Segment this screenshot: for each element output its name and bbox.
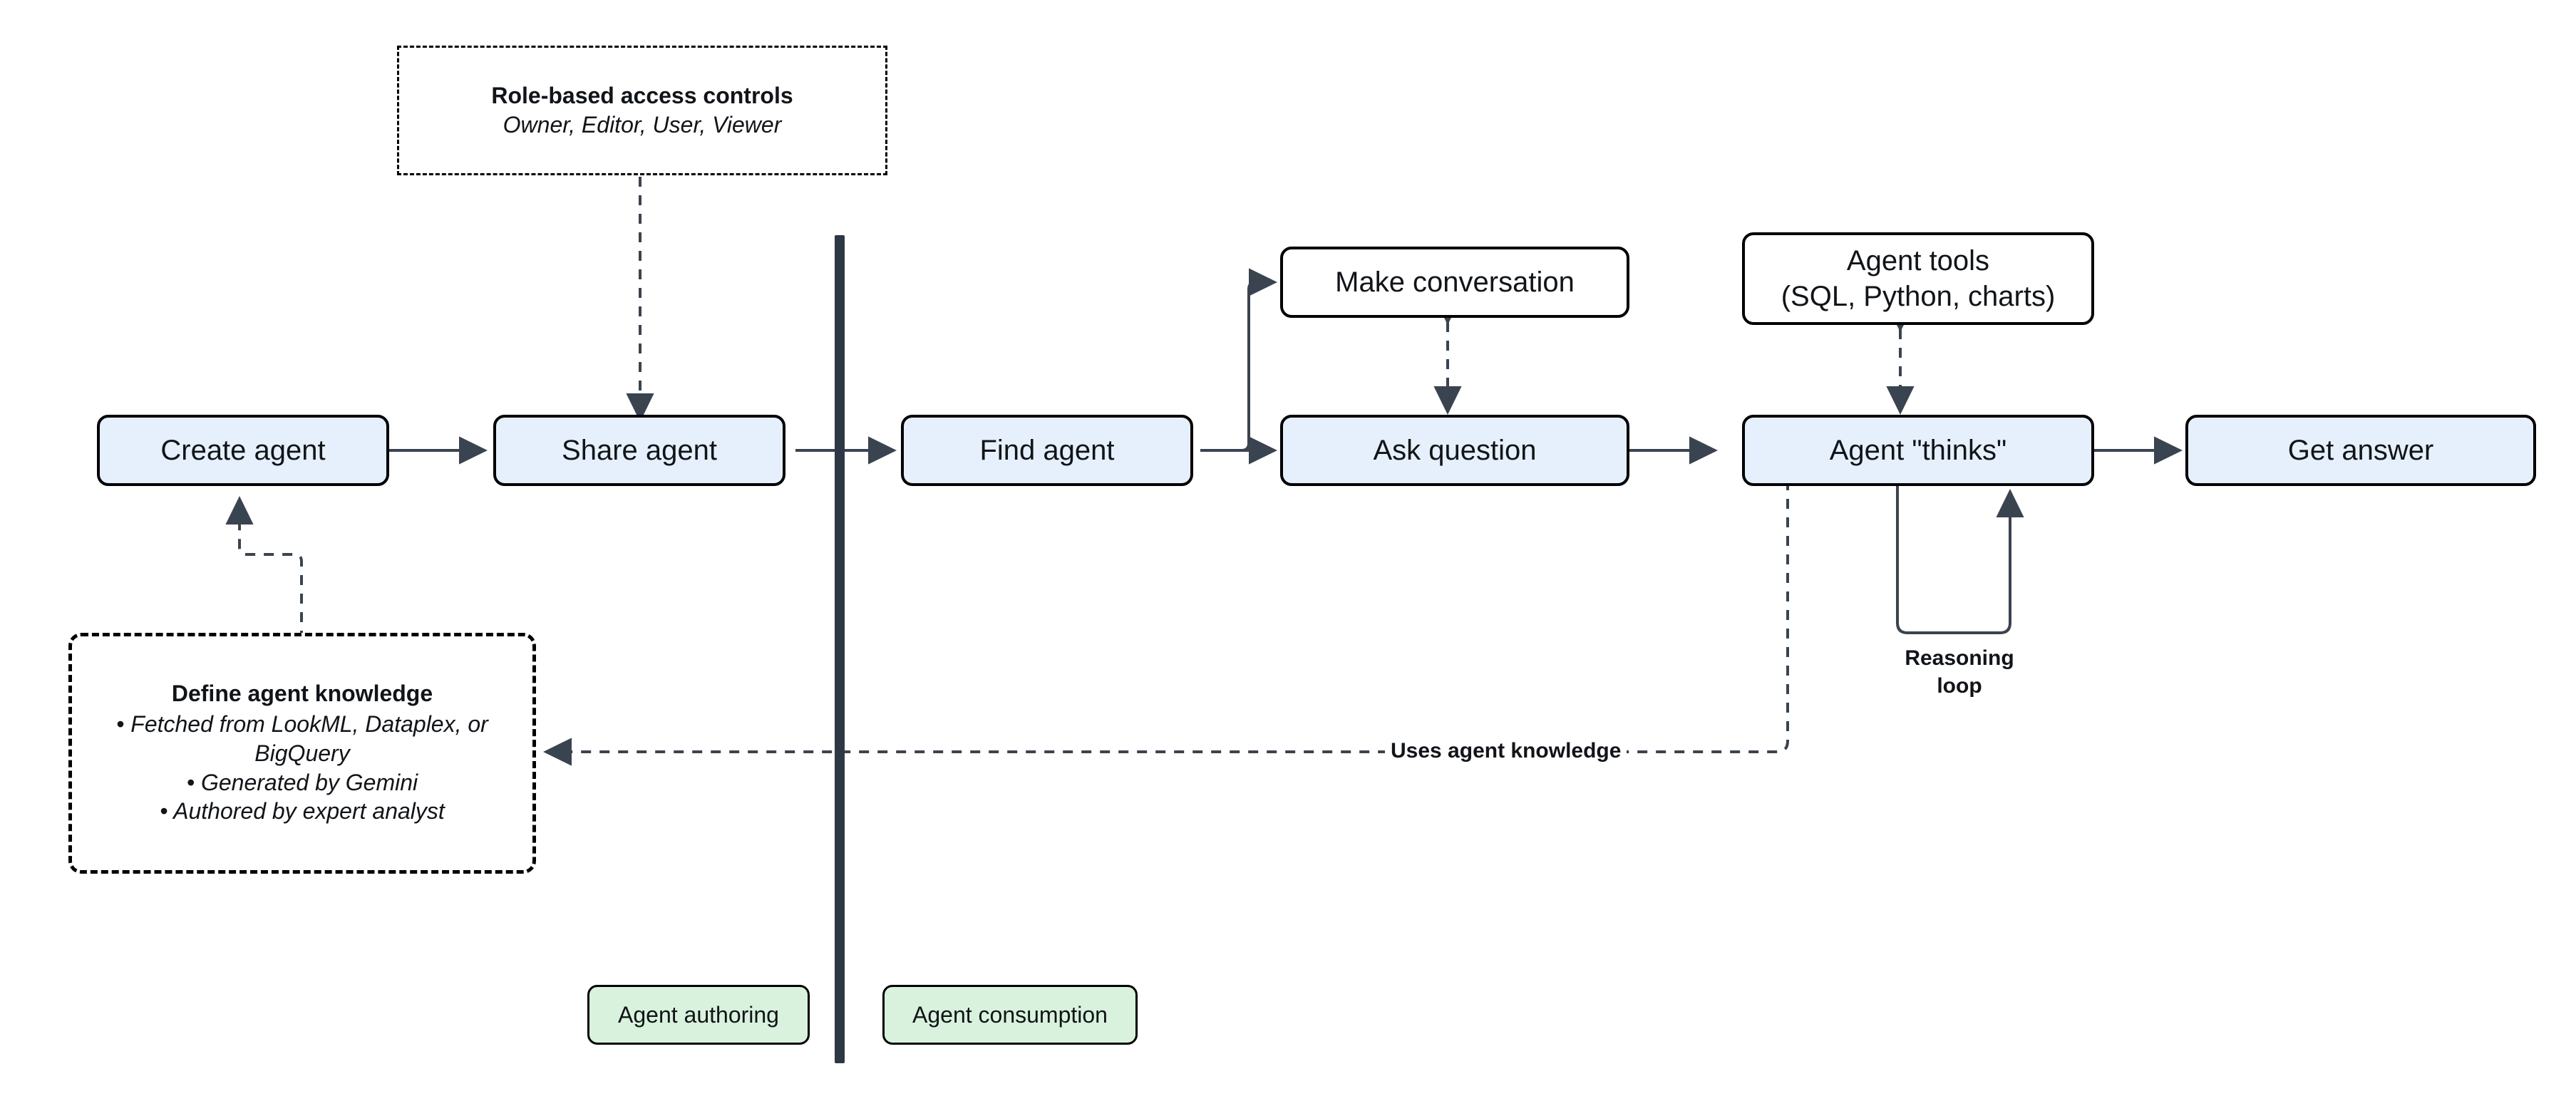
rbac-annotation-title: Role-based access controls [491,83,793,108]
legend-agent-authoring: Agent authoring [587,985,810,1045]
edge-find-to-make-conversation [1225,268,1277,452]
knowledge-bullet-1: • Fetched from LookML, Dataplex, or BigQ… [116,710,488,766]
label-reasoning-loop: Reasoning loop [1897,644,2021,700]
legend-agent-consumption: Agent consumption [882,985,1138,1045]
rbac-annotation: Role-based access controls Owner, Editor… [397,46,887,175]
label-uses-agent-knowledge: Uses agent knowledge [1385,737,1627,765]
rbac-annotation-subtitle: Owner, Editor, User, Viewer [503,112,782,138]
edge-uses-agent-knowledge [543,480,1789,766]
node-share-agent[interactable]: Share agent [493,415,785,486]
node-agent-thinks[interactable]: Agent "thinks" [1742,415,2094,486]
node-create-agent[interactable]: Create agent [97,415,389,486]
phase-divider [835,235,845,1063]
knowledge-annotation-list: • Fetched from LookML, Dataplex, or BigQ… [82,710,522,827]
knowledge-annotation-title: Define agent knowledge [171,680,433,706]
knowledge-annotation: Define agent knowledge • Fetched from Lo… [68,633,536,874]
edge-reasoning-loop [1896,472,2024,634]
node-get-answer[interactable]: Get answer [2185,415,2536,486]
node-find-agent[interactable]: Find agent [901,415,1193,486]
knowledge-bullet-2: • Generated by Gemini [186,769,418,795]
knowledge-bullet-3: • Authored by expert analyst [160,798,445,825]
node-ask-question[interactable]: Ask question [1280,415,1629,486]
node-make-conversation[interactable]: Make conversation [1280,247,1629,318]
node-agent-tools[interactable]: Agent tools (SQL, Python, charts) [1742,232,2094,325]
